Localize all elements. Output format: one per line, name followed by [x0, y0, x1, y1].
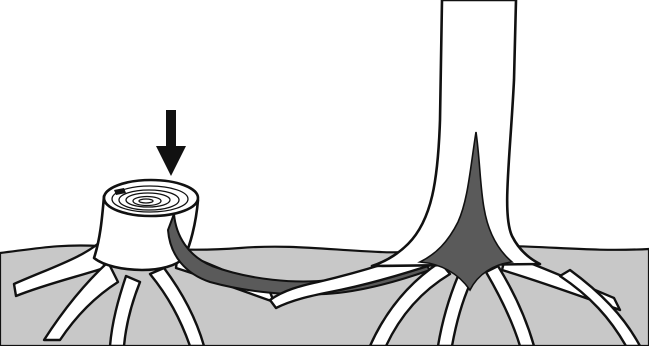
- down-arrow-icon: [156, 110, 186, 176]
- arrow-head: [156, 146, 186, 176]
- arrow-shaft: [166, 110, 176, 150]
